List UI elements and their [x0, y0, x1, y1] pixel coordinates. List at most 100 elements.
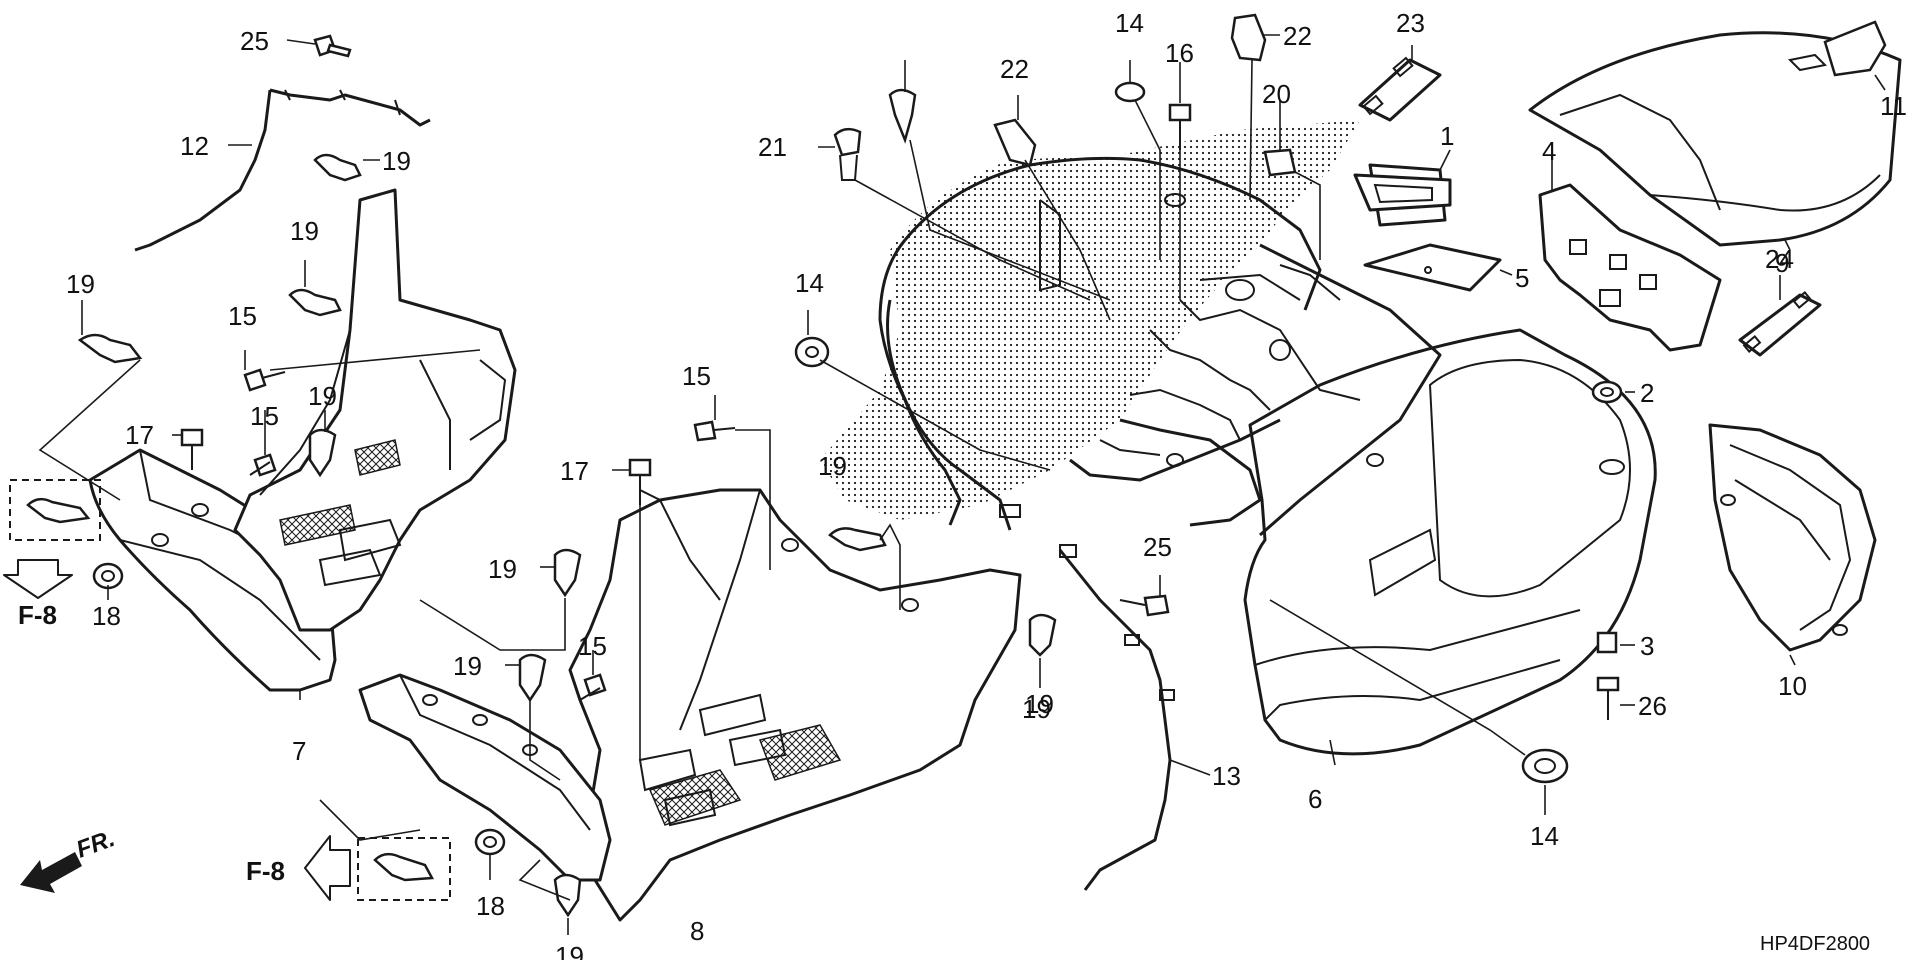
callout: 22	[1000, 54, 1029, 84]
callout: 19	[488, 554, 517, 584]
front-direction-arrow	[20, 852, 82, 893]
callout: 25	[240, 26, 269, 56]
clip-19-left-a	[288, 288, 342, 317]
left-footpeg-area	[233, 188, 517, 632]
bolt-3	[1596, 631, 1618, 654]
ref-box-left	[9, 479, 101, 541]
clip-in-ref-box-bottom	[373, 852, 435, 882]
clip-19-left-c	[308, 428, 337, 478]
clip-22-right	[1230, 13, 1267, 62]
callout: 20	[1262, 79, 1291, 109]
grommet-14-bottom	[1521, 748, 1569, 784]
stay-12	[134, 88, 431, 252]
callout: 5	[1515, 263, 1529, 293]
callout: 15	[578, 631, 607, 661]
bolt-17-a	[180, 428, 204, 470]
clip-19-mid-b	[518, 653, 547, 703]
clip-21	[833, 127, 862, 181]
callout: 15	[682, 361, 711, 391]
grommet-2	[1591, 380, 1623, 404]
right-footwell	[568, 488, 1022, 922]
callout: 1	[1440, 121, 1454, 151]
clip-19-bottom	[553, 873, 582, 918]
callout: 15	[228, 301, 257, 331]
tail-light-housing	[1708, 423, 1877, 652]
callout: 19	[1022, 694, 1051, 724]
callout: 19	[1025, 689, 1054, 719]
callout: 17	[560, 456, 589, 486]
clip-in-ref-box-left	[26, 497, 91, 524]
clip-20	[1263, 148, 1297, 177]
ref-box-bottom	[357, 837, 451, 901]
screw-15-c	[693, 420, 736, 442]
filter-sheet	[1363, 243, 1502, 292]
clip-19-mid-a	[553, 548, 582, 598]
grommet-14-left	[794, 336, 830, 368]
callout: 14	[1530, 821, 1559, 851]
callout: 15	[250, 401, 279, 431]
callout: 18	[476, 891, 505, 921]
callout: 10	[1778, 671, 1807, 701]
ref-arrow-bottom	[304, 835, 351, 901]
screw-15-d	[579, 673, 607, 701]
ref-label-left: F-8	[18, 600, 57, 630]
callout: 24	[1765, 244, 1794, 274]
rear-fender	[1243, 328, 1657, 756]
bolt-25-top	[313, 34, 352, 58]
callout: 13	[1212, 761, 1241, 791]
bolt-25-right	[1119, 594, 1170, 617]
ref-arrow-left	[3, 559, 73, 599]
clip-19-stay	[313, 153, 362, 182]
fasteners	[77, 13, 1887, 918]
grommet-14-top	[1114, 81, 1146, 103]
clip-19-left-b	[77, 333, 143, 364]
callout: 14	[1115, 8, 1144, 38]
bolt-17-b	[628, 458, 652, 505]
callout: 18	[92, 601, 121, 631]
bolt-16	[1168, 103, 1192, 150]
mount-bracket	[1538, 183, 1722, 352]
clip-11	[1823, 20, 1887, 77]
grommet-18-a	[92, 562, 124, 590]
right-fender-front	[358, 673, 612, 882]
callout: 17	[125, 420, 154, 450]
screw-15-b	[249, 453, 277, 477]
callout: 3	[1640, 631, 1654, 661]
grommet-18-b	[474, 828, 506, 856]
callout: 19	[66, 269, 95, 299]
clip-22-left	[993, 118, 1037, 167]
callout: 19	[290, 216, 319, 246]
callout-labels: 25 12 19 19 19 15 15 17 19 18 7 15 17 19…	[66, 8, 1907, 965]
callout: 16	[1165, 38, 1194, 68]
ref-label-bottom: F-8	[246, 856, 285, 886]
callout: 12	[180, 131, 209, 161]
callout: 6	[1308, 784, 1322, 814]
callout: 9	[1775, 248, 1789, 278]
strap-23	[1358, 56, 1442, 122]
callout: 19	[453, 651, 482, 681]
callout: 22	[1283, 21, 1312, 51]
callout: 2	[1640, 378, 1654, 408]
callout: 8	[690, 916, 704, 946]
strap-24	[1738, 291, 1822, 357]
diagram-code: HP4DF2800	[1760, 933, 1870, 955]
callout: 19	[555, 941, 584, 960]
callout: 23	[1396, 8, 1425, 38]
callout: 7	[292, 736, 306, 766]
clip-19-right	[1028, 613, 1057, 657]
leader-lines	[38, 34, 1886, 935]
callout: 4	[1542, 136, 1556, 166]
front-label: FR.	[73, 825, 119, 864]
callout: 19	[382, 146, 411, 176]
rear-inner-fender	[820, 120, 1442, 537]
clip-19-mid-c	[828, 527, 887, 552]
tail-cover	[1528, 31, 1902, 247]
screw-15-a	[243, 368, 286, 392]
callout: 19	[818, 451, 847, 481]
bolt-26	[1596, 676, 1620, 720]
callout: 11	[1880, 91, 1907, 121]
callout: 21	[758, 132, 787, 162]
callout: 19	[308, 381, 337, 411]
